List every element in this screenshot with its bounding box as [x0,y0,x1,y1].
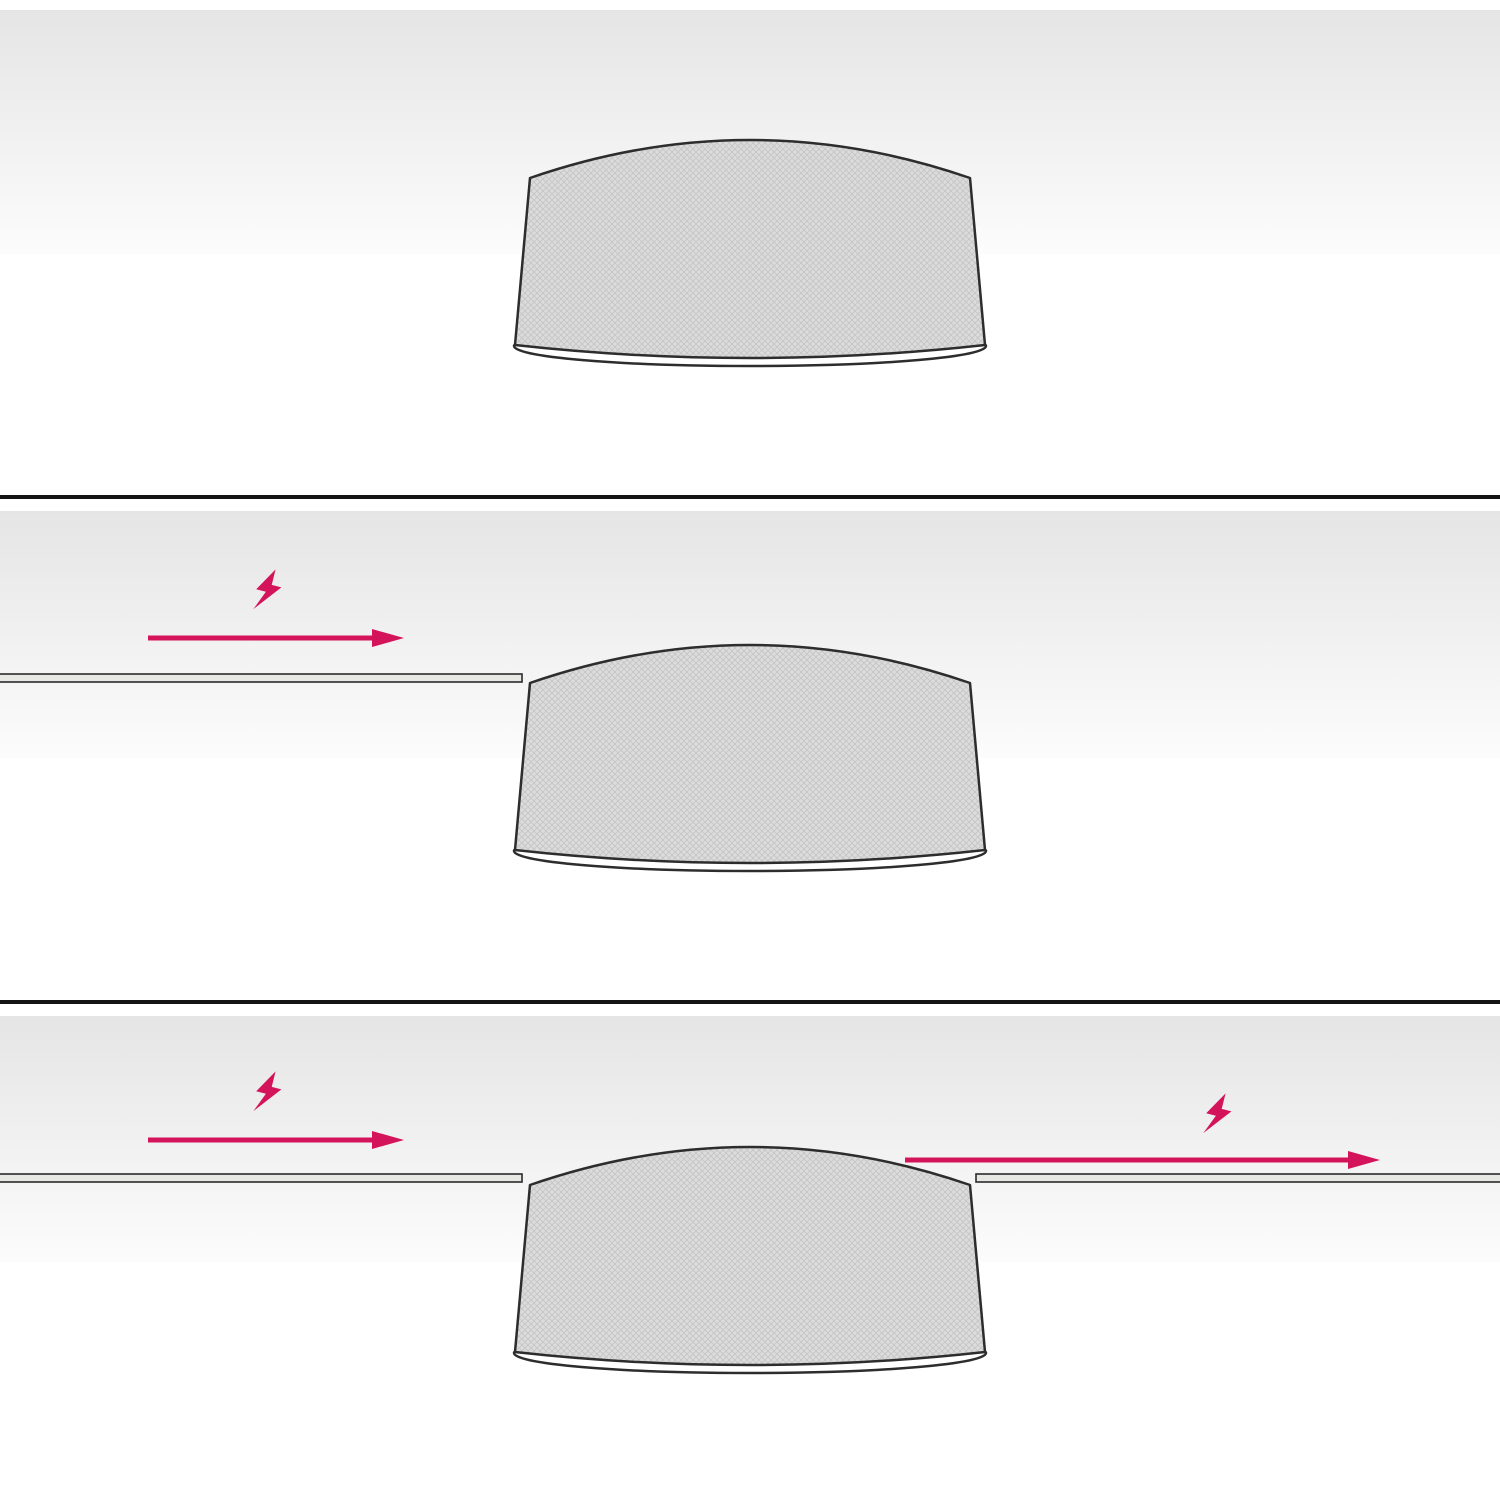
panel-cable-both [0,1000,1500,1375]
current-arrow-right [905,1090,1380,1169]
drum-lampshade [512,643,988,873]
power-cable-left [0,673,523,683]
drum-lampshade [512,138,988,368]
arrow-head [1348,1151,1380,1169]
panel-lamp-only [0,10,1500,368]
panel-divider [0,1000,1500,1004]
arrow-head [372,629,404,647]
power-cable-left [0,1173,523,1183]
panel-divider [0,495,1500,499]
drum-lampshade [512,1145,988,1375]
arrow-head [372,1131,404,1149]
power-cable-right [975,1173,1500,1183]
current-arrow-left [148,566,404,647]
panel-cable-left [0,495,1500,873]
current-arrow-left [148,1068,404,1149]
